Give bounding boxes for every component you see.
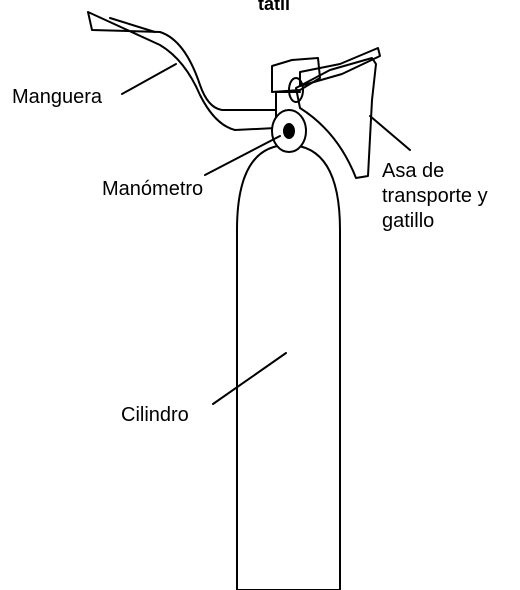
leader-manguera bbox=[122, 64, 176, 94]
cylinder-body bbox=[237, 145, 340, 590]
hose bbox=[88, 12, 276, 130]
label-manometro: Manómetro bbox=[102, 177, 203, 201]
label-asa-line-3: gatillo bbox=[382, 209, 488, 234]
leader-manometro bbox=[205, 136, 280, 175]
label-cilindro: Cilindro bbox=[121, 403, 189, 427]
label-asa-de-transporte: Asa de transporte y gatillo bbox=[382, 159, 488, 234]
label-asa-line-2: transporte y bbox=[382, 184, 488, 209]
gauge-needle-dot bbox=[283, 123, 295, 139]
label-manguera: Manguera bbox=[12, 85, 102, 109]
leader-asa bbox=[370, 116, 410, 150]
leader-cilindro bbox=[213, 353, 286, 404]
label-asa-line-1: Asa de bbox=[382, 159, 488, 184]
